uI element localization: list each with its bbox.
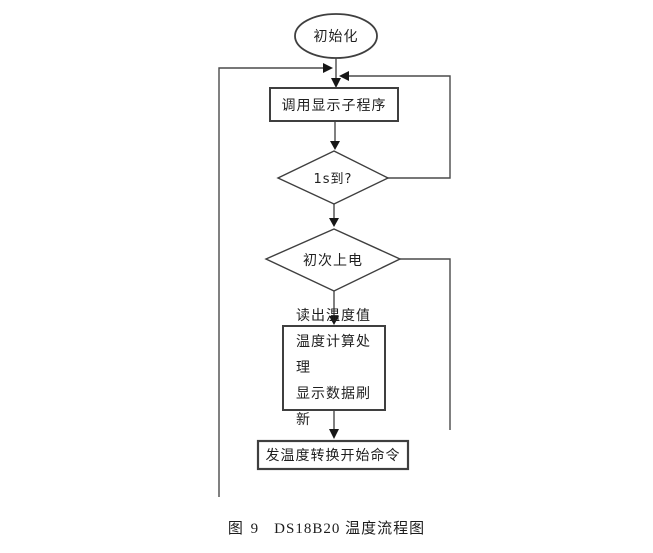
call-display-label: 调用显示子程序 bbox=[281, 97, 387, 114]
figure-caption: 图 9 DS18B20 温度流程图 bbox=[0, 517, 653, 538]
arrowhead-into-process bbox=[329, 316, 339, 325]
process-line-refresh: 显示数据刷新 bbox=[296, 386, 371, 428]
timer-decision-label: 1s到? bbox=[313, 172, 353, 187]
connector-power-right-branch bbox=[400, 258, 451, 430]
start-label: 初始化 bbox=[313, 28, 359, 45]
process-line-read-temp: 读出温度值 bbox=[296, 308, 371, 324]
arrowhead-into-command bbox=[329, 429, 339, 439]
command-box-label: 发温度转换开始命令 bbox=[265, 448, 401, 464]
connector-left-return-loop bbox=[218, 67, 324, 497]
arrowhead-into-timer bbox=[330, 141, 340, 150]
connector-timer-no-loop bbox=[348, 75, 451, 179]
figure-title: DS18B20 温度流程图 bbox=[274, 521, 426, 537]
power-decision-label: 初次上电 bbox=[303, 252, 363, 269]
arrowhead-left-loop-right bbox=[323, 63, 333, 73]
power-decision-shape bbox=[264, 228, 402, 292]
start-terminator-shape bbox=[294, 13, 378, 59]
call-display-box-shape bbox=[269, 87, 399, 122]
arrowhead-timer-loop-left bbox=[339, 71, 349, 81]
arrowhead-into-display bbox=[331, 78, 341, 88]
process-line-calc: 温度计算处理 bbox=[296, 334, 371, 376]
timer-decision-shape bbox=[276, 150, 390, 205]
arrowhead-into-power bbox=[329, 218, 339, 227]
process-box-label: 读出温度值 温度计算处理 显示数据刷新 bbox=[283, 308, 385, 428]
process-box-shape bbox=[282, 325, 386, 411]
figure-number: 图 9 bbox=[227, 521, 261, 537]
command-box-shape bbox=[256, 439, 410, 471]
